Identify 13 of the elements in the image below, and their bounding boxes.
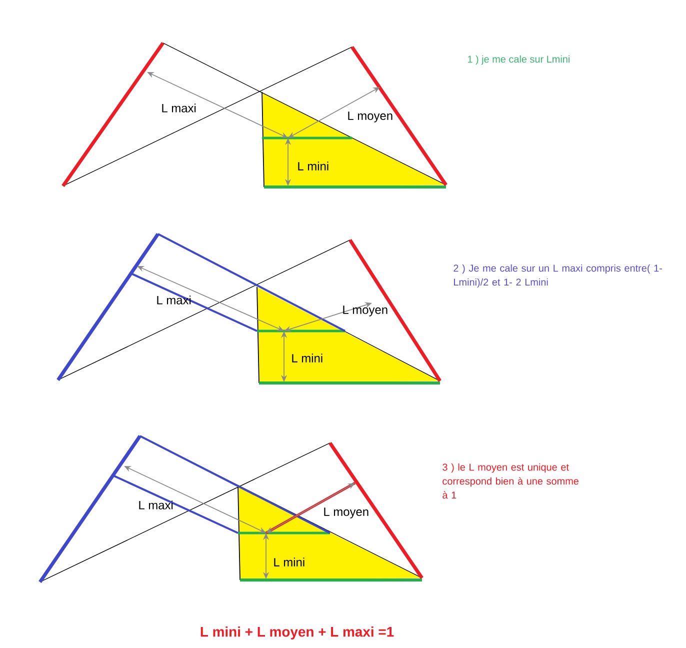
measure-label: L moyen [324, 508, 368, 518]
step-note: 2 ) Je me cale sur un L maxi compris entre( 1-Lmini)/2 et 1- 2 Lmini [454, 264, 662, 288]
measure-label: L maxi [139, 500, 173, 510]
step-note: 3 ) le L moyen est unique et correspond bien à une somme à 1 [442, 463, 578, 499]
step-note: 1 ) je me cale sur Lmini [468, 55, 570, 65]
measure-label: L maxi [162, 104, 196, 112]
measure-label: L mini [274, 558, 304, 566]
measure-label: L moyen [348, 112, 392, 122]
measure-label: L mini [298, 162, 328, 170]
measure-label: L mini [292, 354, 322, 362]
measure-label: L moyen [343, 306, 388, 316]
measure-label: L maxi [157, 296, 191, 304]
caption: L mini + L moyen + L maxi =1 [200, 626, 394, 640]
